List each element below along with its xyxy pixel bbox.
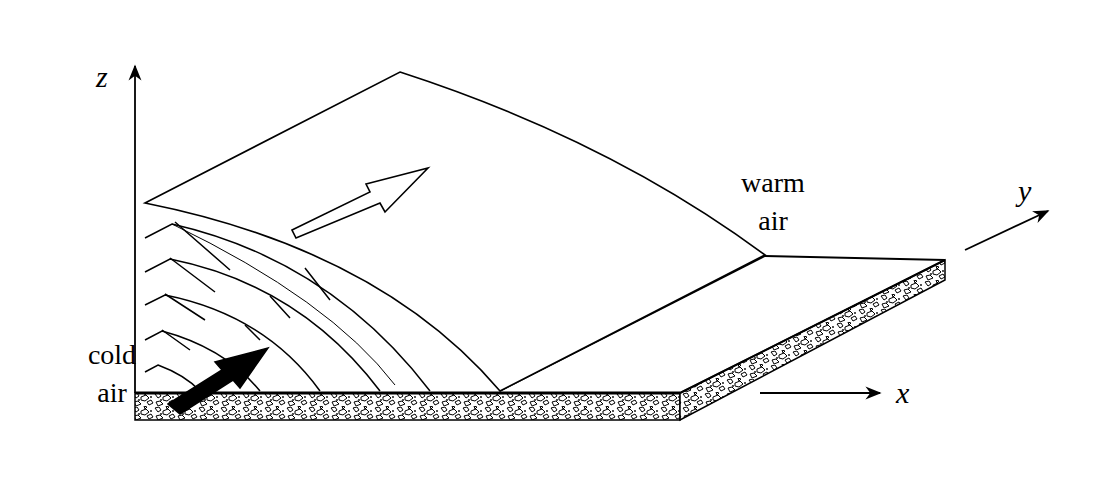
ground-side	[680, 260, 945, 420]
axis-label: x	[896, 374, 926, 412]
warm-air-arrow	[292, 168, 428, 238]
cold-air-arrow	[168, 348, 268, 414]
frontal-surface	[145, 72, 765, 391]
axis-label: z	[96, 58, 126, 96]
front-edge	[765, 256, 945, 260]
ground-edge	[135, 392, 680, 395]
x-axis	[760, 392, 880, 394]
ground-front	[135, 393, 680, 420]
region-label: cold air	[78, 336, 146, 412]
axis-label: y	[1018, 172, 1048, 210]
region-label: warm air	[727, 164, 819, 240]
y-axis	[965, 211, 1048, 250]
frontal-surface-edge	[172, 224, 395, 385]
ground-edge	[680, 260, 945, 393]
